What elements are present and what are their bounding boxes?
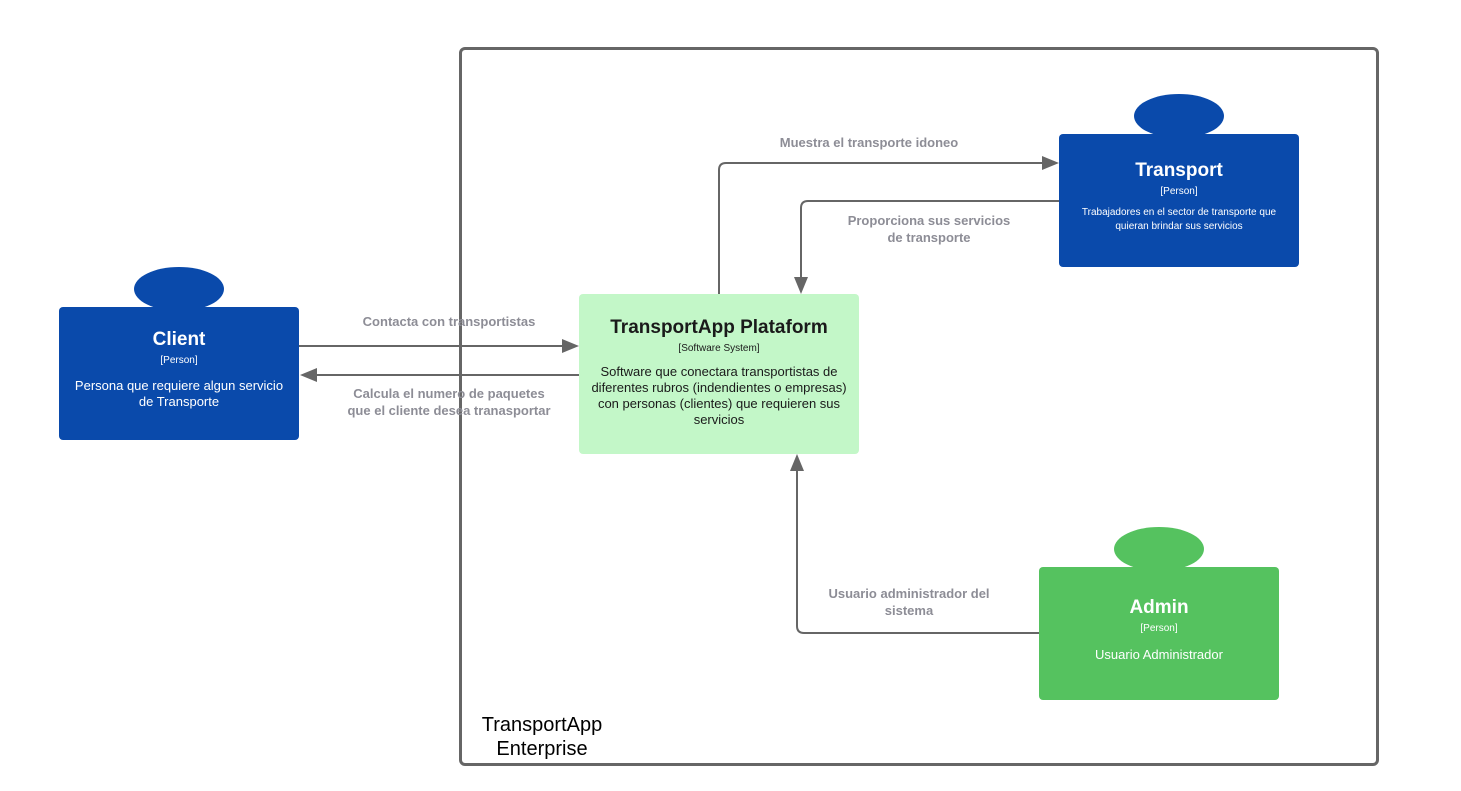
client-kind: [Person]	[160, 355, 198, 366]
admin-title: Admin	[1129, 597, 1189, 618]
edge-label-admin-to-platform: Usuario administrador del sistema	[809, 585, 1009, 619]
edge-transport-to-platform	[800, 200, 1059, 281]
client-description: Persona que requiere algun servicio de T…	[75, 378, 283, 410]
client-person-box[interactable]: Client [Person] Persona que requiere alg…	[59, 307, 299, 440]
edge-platform-to-transport	[718, 162, 1046, 294]
arrowhead-transport-to-platform	[794, 277, 808, 294]
client-desc-line1: Persona que requiere algun servicio	[74, 378, 284, 393]
boundary-label-line1: TransportApp	[481, 714, 603, 736]
boundary-label-line2: Enterprise	[496, 738, 588, 760]
platform-desc-line1: Software que conectara transportistas de	[600, 364, 838, 379]
admin-description: Usuario Administrador	[1095, 647, 1223, 663]
transport-desc-line2: quieran brindar sus servicios	[1115, 221, 1243, 232]
edge-label-platform-to-client-line1: Calcula el numero de paquetes	[353, 386, 545, 401]
edge-label-client-to-platform-line1: Contacta con transportistas	[362, 314, 536, 329]
edge-label-platform-to-client: Calcula el numero de paquetes que el cli…	[333, 385, 565, 419]
edge-label-platform-to-transport: Muestra el transporte idoneo	[759, 134, 979, 151]
admin-kind: [Person]	[1140, 623, 1178, 634]
arrowhead-platform-to-client	[300, 368, 317, 382]
transport-desc-line1: Trabajadores en el sector de transporte …	[1081, 207, 1277, 218]
edge-label-transport-to-platform: Proporciona sus servicios de transporte	[829, 212, 1029, 246]
edge-label-platform-to-transport-line1: Muestra el transporte idoneo	[779, 135, 959, 150]
arrowhead-client-to-platform	[562, 339, 579, 353]
platform-description: Software que conectara transportistas de…	[591, 364, 846, 428]
client-title: Client	[152, 329, 206, 350]
client-person-head-icon	[134, 267, 224, 311]
transport-person-box[interactable]: Transport [Person] Trabajadores en el se…	[1059, 134, 1299, 267]
transport-kind: [Person]	[1160, 186, 1198, 197]
edge-label-client-to-platform: Contacta con transportistas	[349, 313, 549, 330]
platform-kind: [Software System]	[678, 343, 760, 354]
transportapp-platform-box[interactable]: TransportApp Plataform [Software System]…	[579, 294, 859, 454]
enterprise-boundary-label: TransportApp Enterprise	[462, 713, 622, 761]
admin-person-head-icon	[1114, 527, 1204, 571]
transport-description: Trabajadores en el sector de transporte …	[1082, 206, 1276, 234]
transport-person-head-icon	[1134, 94, 1224, 138]
enterprise-boundary	[459, 47, 1379, 766]
admin-desc-line1: Usuario Administrador	[1095, 647, 1223, 662]
transport-title: Transport	[1135, 160, 1223, 181]
arrowhead-platform-to-transport	[1042, 156, 1059, 170]
arrowhead-admin-to-platform	[790, 454, 804, 471]
edge-label-admin-to-platform-line2: sistema	[884, 603, 934, 618]
edge-label-platform-to-client-line2: que el cliente desea tranasportar	[347, 403, 551, 418]
platform-desc-line3: con personas (clientes) que requieren su…	[597, 396, 841, 411]
client-desc-line2: de Transporte	[138, 394, 220, 409]
edge-label-transport-to-platform-line1: Proporciona sus servicios	[847, 213, 1011, 228]
edge-label-transport-to-platform-line2: de transporte	[887, 230, 971, 245]
platform-desc-line4: servicios	[693, 412, 745, 427]
edge-admin-to-platform	[796, 467, 1039, 634]
platform-desc-line2: diferentes rubros (indendientes o empres…	[591, 380, 847, 395]
platform-title: TransportApp Plataform	[610, 317, 828, 338]
edge-label-admin-to-platform-line1: Usuario administrador del	[828, 586, 990, 601]
admin-person-box[interactable]: Admin [Person] Usuario Administrador	[1039, 567, 1279, 700]
